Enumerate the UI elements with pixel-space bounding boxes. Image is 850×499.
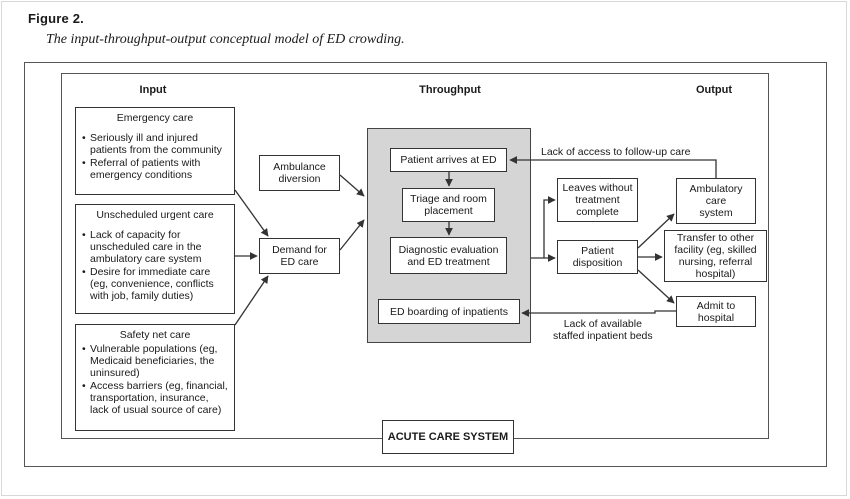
input-box-bullet: Seriously ill and injured patients from … <box>82 132 228 156</box>
diagnostic-evaluation-label: Diagnostic evaluation and ED treatment <box>398 243 499 268</box>
transfer-facility-box: Transfer to other facility (eg, skilled … <box>664 230 767 282</box>
demand-for-ed-care-box: Demand for ED care <box>259 238 340 274</box>
input-box-bullet: Lack of capacity for unscheduled care in… <box>82 229 228 265</box>
patient-arrives-box: Patient arrives at ED <box>390 148 507 172</box>
input-box-bullet: Access barriers (eg, financial, transpor… <box>82 380 228 416</box>
input-box-title: Unscheduled urgent care <box>96 209 214 221</box>
ambulance-diversion-box: Ambulance diversion <box>259 155 340 191</box>
patient-disposition-box: Patient disposition <box>557 240 638 274</box>
acute-care-system-label: ACUTE CARE SYSTEM <box>382 420 514 454</box>
triage-box: Triage and room placement <box>402 188 495 222</box>
column-heading-output: Output <box>695 84 733 96</box>
input-box-safety-net-care: Safety net care Vulnerable populations (… <box>75 324 235 431</box>
column-heading-throughput: Throughput <box>419 84 481 96</box>
input-box-title: Emergency care <box>116 112 194 124</box>
ed-boarding-box: ED boarding of inpatients <box>378 299 520 324</box>
patient-arrives-label: Patient arrives at ED <box>400 154 497 166</box>
inpatient-beds-annotation: Lack of available staffed inpatient beds <box>553 318 653 342</box>
demand-for-ed-care-label: Demand for ED care <box>272 244 327 268</box>
figure-caption: The input-throughput-output conceptual m… <box>46 32 405 47</box>
input-box-bullet: Vulnerable populations (eg, Medicaid ben… <box>82 343 228 379</box>
ambulatory-care-system-label: Ambulatory care system <box>689 183 743 219</box>
ambulance-diversion-label: Ambulance diversion <box>273 161 326 185</box>
ed-boarding-label: ED boarding of inpatients <box>390 305 508 318</box>
triage-label: Triage and room placement <box>410 193 487 217</box>
leaves-without-treatment-label: Leaves without treatment complete <box>562 182 633 218</box>
diagram-outer-frame <box>24 62 827 467</box>
figure-label: Figure 2. <box>28 11 84 26</box>
input-box-unscheduled-urgent-care: Unscheduled urgent care Lack of capacity… <box>75 204 235 314</box>
input-box-title: Safety net care <box>119 329 191 341</box>
column-heading-input: Input <box>139 84 167 96</box>
input-box-bullet: Desire for immediate care (eg, convenien… <box>82 266 228 302</box>
input-box-bullet: Referral of patients with emergency cond… <box>82 157 228 181</box>
admit-to-hospital-box: Admit to hospital <box>676 296 756 327</box>
input-box-emergency-care: Emergency care Seriously ill and injured… <box>75 107 235 195</box>
leaves-without-treatment-box: Leaves without treatment complete <box>557 178 638 222</box>
admit-to-hospital-label: Admit to hospital <box>696 299 736 324</box>
ambulatory-care-system-box: Ambulatory care system <box>676 178 756 224</box>
followup-care-annotation: Lack of access to follow-up care <box>541 146 691 158</box>
diagnostic-evaluation-box: Diagnostic evaluation and ED treatment <box>390 237 507 274</box>
transfer-facility-label: Transfer to other facility (eg, skilled … <box>674 232 757 280</box>
patient-disposition-label: Patient disposition <box>572 245 623 269</box>
